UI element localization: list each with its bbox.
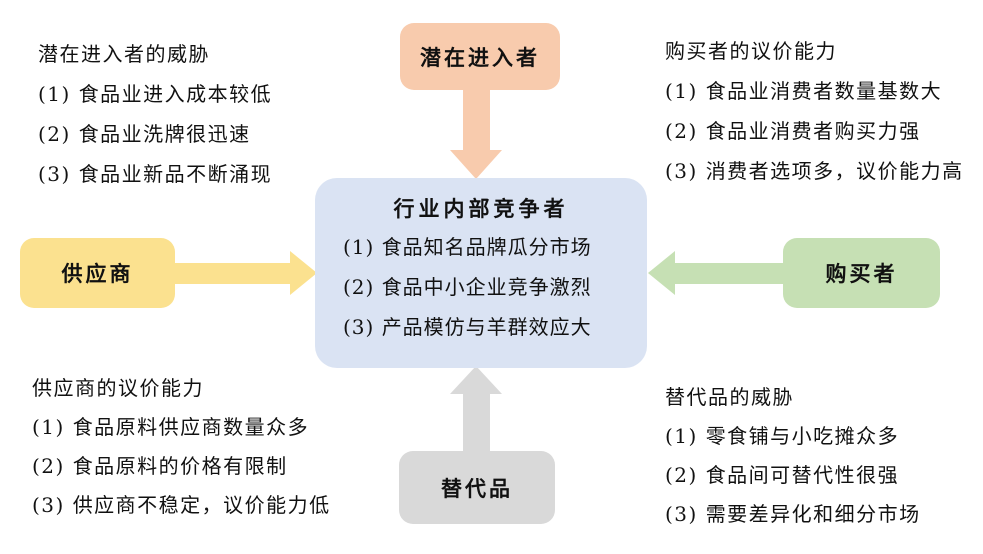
potential-entrants-box: 潜在进入者 [400,23,560,90]
block-item: (2) 食品间可替代性很强 [665,463,900,487]
block-title: 购买者的议价能力 [665,39,837,63]
block-title: 替代品的威胁 [665,385,794,409]
suppliers-box: 供应商 [20,238,175,308]
arrow-head [290,251,317,295]
buyer-power-block: 购买者的议价能力 (1) 食品业消费者数量基数大 (2) 食品业消费者购买力强 … [665,31,964,191]
threat-of-entrants-block: 潜在进入者的威胁 (1) 食品业进入成本较低 (2) 食品业洗牌很迅速 (3) … [38,34,272,194]
block-item: (3) 需要差异化和细分市场 [665,502,921,526]
arrow-shaft [675,263,785,284]
arrow-shaft [463,394,490,453]
supplier-power-block: 供应商的议价能力 (1) 食品原料供应商数量众多 (2) 食品原料的价格有限制 … [32,369,331,525]
block-item: (3) 供应商不稳定，议价能力低 [32,493,331,517]
block-title: 供应商的议价能力 [32,376,204,400]
block-item: (2) 食品原料的价格有限制 [32,454,288,478]
center-box-item: (2) 食品中小企业竞争激烈 [343,275,592,299]
block-item: (1) 零食铺与小吃摊众多 [665,424,900,448]
arrow-head [450,366,502,394]
block-title: 潜在进入者的威胁 [38,42,210,66]
block-item: (2) 食品业消费者购买力强 [665,119,921,143]
arrow-shaft [463,88,490,150]
block-item: (1) 食品原料供应商数量众多 [32,415,310,439]
arrow-head [450,150,502,179]
center-box-title: 行业内部竞争者 [393,196,569,221]
block-item: (3) 食品业新品不断涌现 [38,162,273,186]
block-item: (1) 食品业进入成本较低 [38,82,273,106]
node-label: 潜在进入者 [420,44,540,70]
center-box-item: (3) 产品模仿与羊群效应大 [343,315,592,339]
node-label: 供应商 [61,261,134,286]
center-box-item: (1) 食品知名品牌瓜分市场 [343,235,592,259]
industry-competitors-box: 行业内部竞争者 (1) 食品知名品牌瓜分市场 (2) 食品中小企业竞争激烈 (3… [315,178,647,368]
block-item: (2) 食品业洗牌很迅速 [38,122,251,146]
block-item: (1) 食品业消费者数量基数大 [665,79,943,103]
arrow-head [648,251,675,295]
block-item: (3) 消费者选项多，议价能力高 [665,159,964,183]
buyers-box: 购买者 [783,238,940,308]
node-label: 购买者 [825,261,898,286]
arrow-shaft [172,263,290,284]
node-label: 替代品 [441,475,513,501]
threat-of-substitutes-block: 替代品的威胁 (1) 零食铺与小吃摊众多 (2) 食品间可替代性很强 (3) 需… [665,378,921,534]
substitutes-box: 替代品 [399,451,555,524]
center-box-items: (1) 食品知名品牌瓜分市场 (2) 食品中小企业竞争激烈 (3) 产品模仿与羊… [315,227,647,347]
